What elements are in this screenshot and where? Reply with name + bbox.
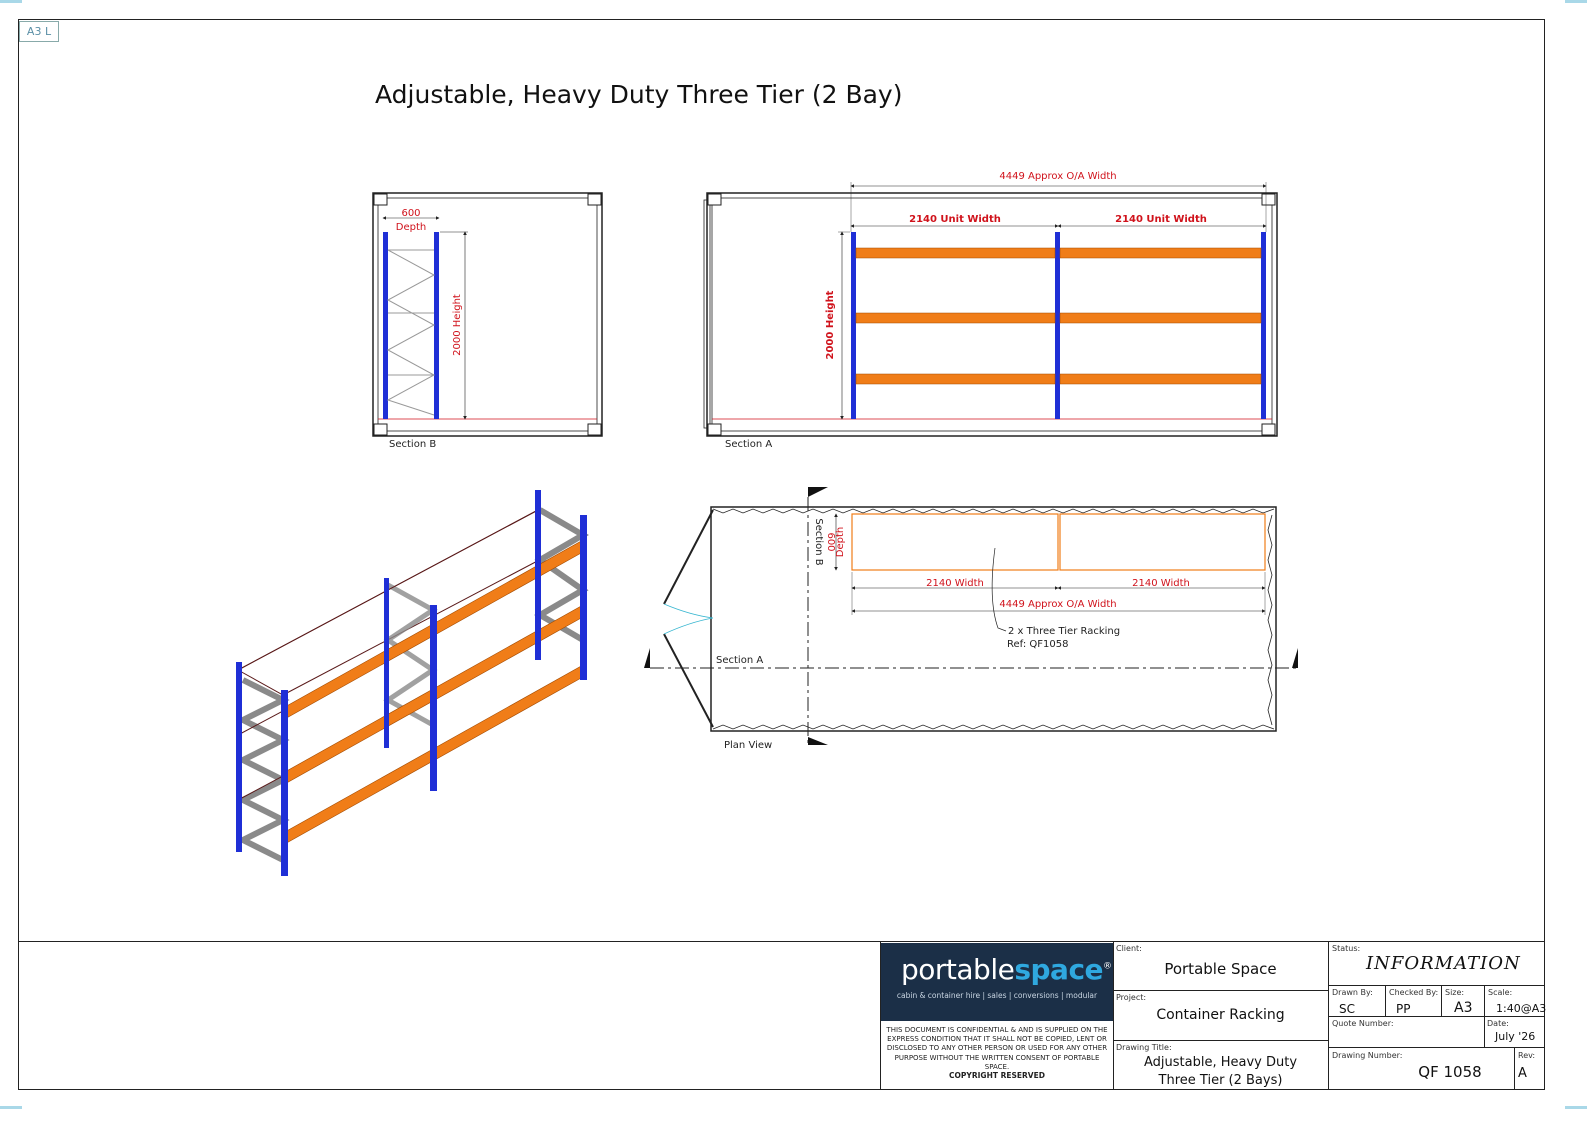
- isometric-racking-view: [236, 490, 589, 876]
- confidentiality-notice: THIS DOCUMENT IS CONFIDENTIAL & AND IS S…: [886, 1026, 1108, 1071]
- plan-depth-value: 600: [825, 532, 836, 551]
- logo-word-2: space: [1014, 953, 1104, 986]
- section-a-caption: Section A: [725, 439, 772, 450]
- checked-by-value: PP: [1396, 1002, 1411, 1016]
- plan-view: 2140 Width 2140 Width 4449 Approx O/A Wi…: [644, 487, 1298, 751]
- scale-value: 1:40@A3: [1496, 1002, 1547, 1015]
- date-value: July '26: [1495, 1030, 1536, 1043]
- plan-section-a-marker: Section A: [716, 655, 763, 666]
- section-a-overall-width: 4449 Approx O/A Width: [999, 171, 1116, 182]
- status-value: INFORMATION: [1366, 953, 1521, 974]
- section-b-depth-value: 600: [401, 208, 420, 219]
- drawn-by-value: SC: [1339, 1002, 1355, 1016]
- client-value: Portable Space: [1164, 960, 1277, 978]
- plan-bay-width-2: 2140 Width: [1132, 578, 1190, 589]
- portable-space-logo: portablespace® cabin & container hire | …: [881, 943, 1113, 1021]
- size-value: A3: [1454, 1000, 1473, 1016]
- plan-note-line-2: Ref: QF1058: [1007, 639, 1068, 650]
- section-a-height-label: 2000 Height: [825, 290, 836, 359]
- drawing-number-caption: Drawing Number:: [1332, 1051, 1403, 1060]
- plan-view-caption: Plan View: [724, 740, 772, 751]
- plan-depth-label: Depth: [835, 527, 846, 557]
- drawing-sheet-border: [18, 19, 1545, 1090]
- client-caption: Client:: [1116, 944, 1142, 953]
- checked-by-caption: Checked By:: [1389, 988, 1439, 997]
- drawing-title: Adjustable, Heavy Duty Three Tier (2 Bay…: [375, 80, 903, 109]
- size-caption: Size:: [1445, 988, 1465, 997]
- plan-overall-width: 4449 Approx O/A Width: [999, 599, 1116, 610]
- scale-caption: Scale:: [1488, 988, 1513, 997]
- status-caption: Status:: [1332, 944, 1361, 953]
- sheet-size-tag: A3 L: [19, 21, 59, 42]
- plan-section-b-marker: Section B: [813, 518, 824, 565]
- logo-registered-mark: ®: [1103, 961, 1112, 972]
- section-b-caption: Section B: [389, 439, 436, 450]
- plan-note-line-1: 2 x Three Tier Racking: [1008, 626, 1120, 637]
- project-value: Container Racking: [1156, 1007, 1285, 1023]
- rev-value: A: [1518, 1066, 1527, 1081]
- section-a-bay-width-2: 2140 Unit Width: [1115, 214, 1207, 225]
- title-block-top-rule: [18, 941, 1545, 942]
- section-a-view: 4449 Approx O/A Width 2140 Unit Width 21…: [703, 171, 1278, 450]
- drawing-number-value: QF 1058: [1418, 1063, 1482, 1081]
- quote-number-caption: Quote Number:: [1332, 1019, 1394, 1028]
- section-b-view: 600 Depth 2000 Height Section B: [372, 192, 603, 450]
- section-b-height-label: 2000 Height: [452, 294, 463, 356]
- section-b-depth-label: Depth: [396, 222, 426, 233]
- plan-bay-width-1: 2140 Width: [926, 578, 984, 589]
- date-caption: Date:: [1487, 1019, 1509, 1028]
- rev-caption: Rev:: [1518, 1051, 1536, 1060]
- section-a-bay-width-1: 2140 Unit Width: [909, 214, 1001, 225]
- drawing-title-line-2: Three Tier (2 Bays): [1158, 1073, 1283, 1088]
- drawing-title-caption: Drawing Title:: [1116, 1043, 1172, 1052]
- logo-word-1: portable: [901, 953, 1015, 986]
- project-caption: Project:: [1116, 993, 1147, 1002]
- logo-tagline: cabin & container hire | sales | convers…: [896, 991, 1098, 1000]
- drawing-title-line-1: Adjustable, Heavy Duty: [1143, 1055, 1298, 1070]
- drawn-by-caption: Drawn By:: [1332, 988, 1373, 997]
- copyright-notice: COPYRIGHT RESERVED: [949, 1071, 1045, 1080]
